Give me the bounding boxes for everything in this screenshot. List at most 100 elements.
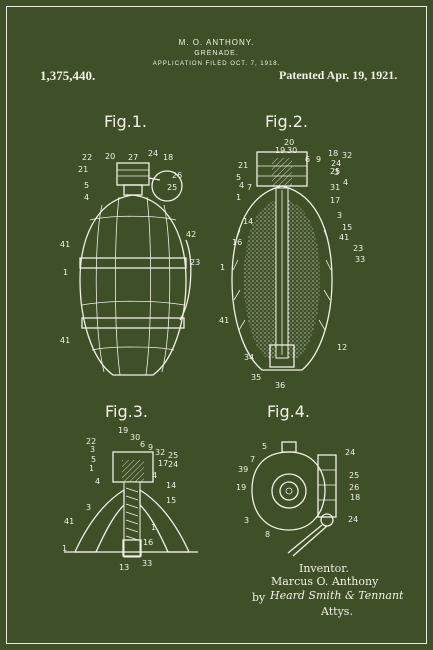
ref-label: 16 <box>143 538 153 547</box>
attys-label: Attys. <box>321 605 353 618</box>
fig4-end-drawing <box>251 441 337 557</box>
fig2-label: Fig.2. <box>265 112 308 131</box>
ref-label: 39 <box>238 465 248 474</box>
patented-date: Patented Apr. 19, 1921. <box>279 68 398 82</box>
invention-title: GRENADE. <box>194 50 239 57</box>
ref-label: 18 <box>328 149 338 158</box>
ref-label: 26 <box>172 171 182 180</box>
attorneys-signature: Heard Smith & Tennant <box>270 589 404 602</box>
ref-label: 17 <box>158 459 168 468</box>
ref-label: 30 <box>287 146 297 155</box>
ref-label: 20 <box>284 138 294 147</box>
ref-label: 25 <box>167 183 177 192</box>
ref-label: 7 <box>247 183 252 192</box>
ref-label: 5 <box>236 173 241 182</box>
ref-label: 30 <box>130 433 140 442</box>
by-label: by <box>252 591 266 604</box>
fig4-reference-numbers: 5 24 7 25 39 26 19 18 3 24 8 <box>236 442 360 539</box>
ref-label: 41 <box>64 517 74 526</box>
ref-label: 16 <box>232 238 242 247</box>
fig3-section-drawing <box>64 451 198 558</box>
ref-label: 41 <box>60 240 70 249</box>
ref-label: 4 <box>239 181 244 190</box>
fig2-section-drawing <box>231 151 333 371</box>
ref-label: 12 <box>337 343 347 352</box>
ref-label: 41 <box>339 233 349 242</box>
ref-label: 9 <box>316 155 321 164</box>
ref-label: 21 <box>238 161 248 170</box>
inventor-header: M. O. ANTHONY. <box>178 38 255 47</box>
ref-label: 32 <box>155 448 165 457</box>
ref-label: 25 <box>330 167 340 176</box>
patent-border <box>6 6 427 644</box>
ref-label: 3 <box>337 211 342 220</box>
ref-label: 24 <box>148 149 158 158</box>
ref-label: 41 <box>219 316 229 325</box>
fig3-label: Fig.3. <box>105 402 148 421</box>
ref-label: 1 <box>89 464 94 473</box>
ref-label: 6 <box>140 440 145 449</box>
ref-label: 24 <box>331 159 341 168</box>
ref-label: 22 <box>86 437 96 446</box>
ref-label: 32 <box>342 151 352 160</box>
ref-label: 24 <box>168 460 178 469</box>
ref-label: 19 <box>118 426 128 435</box>
ref-label: 42 <box>186 230 196 239</box>
ref-label: 23 <box>190 258 200 267</box>
ref-label: 19 <box>275 146 285 155</box>
ref-label: 25 <box>168 451 178 460</box>
ref-label: 13 <box>119 563 129 572</box>
ref-label: 5 <box>84 181 89 190</box>
ref-label: 5 <box>91 455 96 464</box>
ref-label: 4 <box>152 471 157 480</box>
ref-label: 22 <box>82 153 92 162</box>
inventor-name: Marcus O. Anthony <box>271 575 379 588</box>
filing-date: APPLICATION FILED OCT. 7, 1918. <box>152 61 281 67</box>
inventor-label: Inventor. <box>299 562 349 575</box>
ref-label: 34 <box>244 353 254 362</box>
fig2-reference-numbers: 20 19 30 18 32 6 9 24 21 3 25 5 7 4 4 31… <box>219 138 365 390</box>
ref-label: 26 <box>349 483 359 492</box>
ref-label: 19 <box>236 483 246 492</box>
ref-label: 33 <box>355 255 365 264</box>
ref-label: 4 <box>343 178 348 187</box>
patent-number: 1,375,440. <box>40 68 96 83</box>
ref-label: 9 <box>148 443 153 452</box>
ref-label: 24 <box>348 515 358 524</box>
ref-label: 7 <box>250 455 255 464</box>
ref-label: 4 <box>84 193 89 202</box>
ref-label: 6 <box>305 155 310 164</box>
ref-label: 41 <box>60 336 70 345</box>
ref-label: 1 <box>63 268 68 277</box>
ref-label: 1 <box>151 523 156 532</box>
ref-label: 21 <box>78 165 88 174</box>
ref-label: 25 <box>349 471 359 480</box>
ref-label: 23 <box>353 244 363 253</box>
ref-label: 24 <box>345 448 355 457</box>
fig1-grenade-drawing <box>79 162 192 376</box>
ref-label: 35 <box>251 373 261 382</box>
ref-label: 33 <box>142 559 152 568</box>
ref-label: 18 <box>163 153 173 162</box>
ref-label: 17 <box>330 196 340 205</box>
ref-label: 15 <box>166 496 176 505</box>
ref-label: 1 <box>236 193 241 202</box>
fig3-reference-numbers: 19 30 6 9 22 32 3 25 5 17 1 24 4 14 4 15… <box>62 426 178 572</box>
fig1-reference-numbers: 22 20 27 24 18 21 5 4 26 25 41 42 1 23 4… <box>60 149 200 345</box>
ref-label: 15 <box>342 223 352 232</box>
ref-label: 27 <box>128 153 138 162</box>
ref-label: 14 <box>243 217 253 226</box>
fig1-label: Fig.1. <box>104 112 147 131</box>
ref-label: 1 <box>62 544 67 553</box>
ref-label: 36 <box>275 381 285 390</box>
ref-label: 3 <box>244 516 249 525</box>
ref-label: 20 <box>105 152 115 161</box>
fig4-label: Fig.4. <box>267 402 310 421</box>
ref-label: 3 <box>90 445 95 454</box>
ref-label: 31 <box>330 183 340 192</box>
ref-label: 5 <box>262 442 267 451</box>
ref-label: 14 <box>166 481 176 490</box>
ref-label: 18 <box>350 493 360 502</box>
ref-label: 8 <box>265 530 270 539</box>
